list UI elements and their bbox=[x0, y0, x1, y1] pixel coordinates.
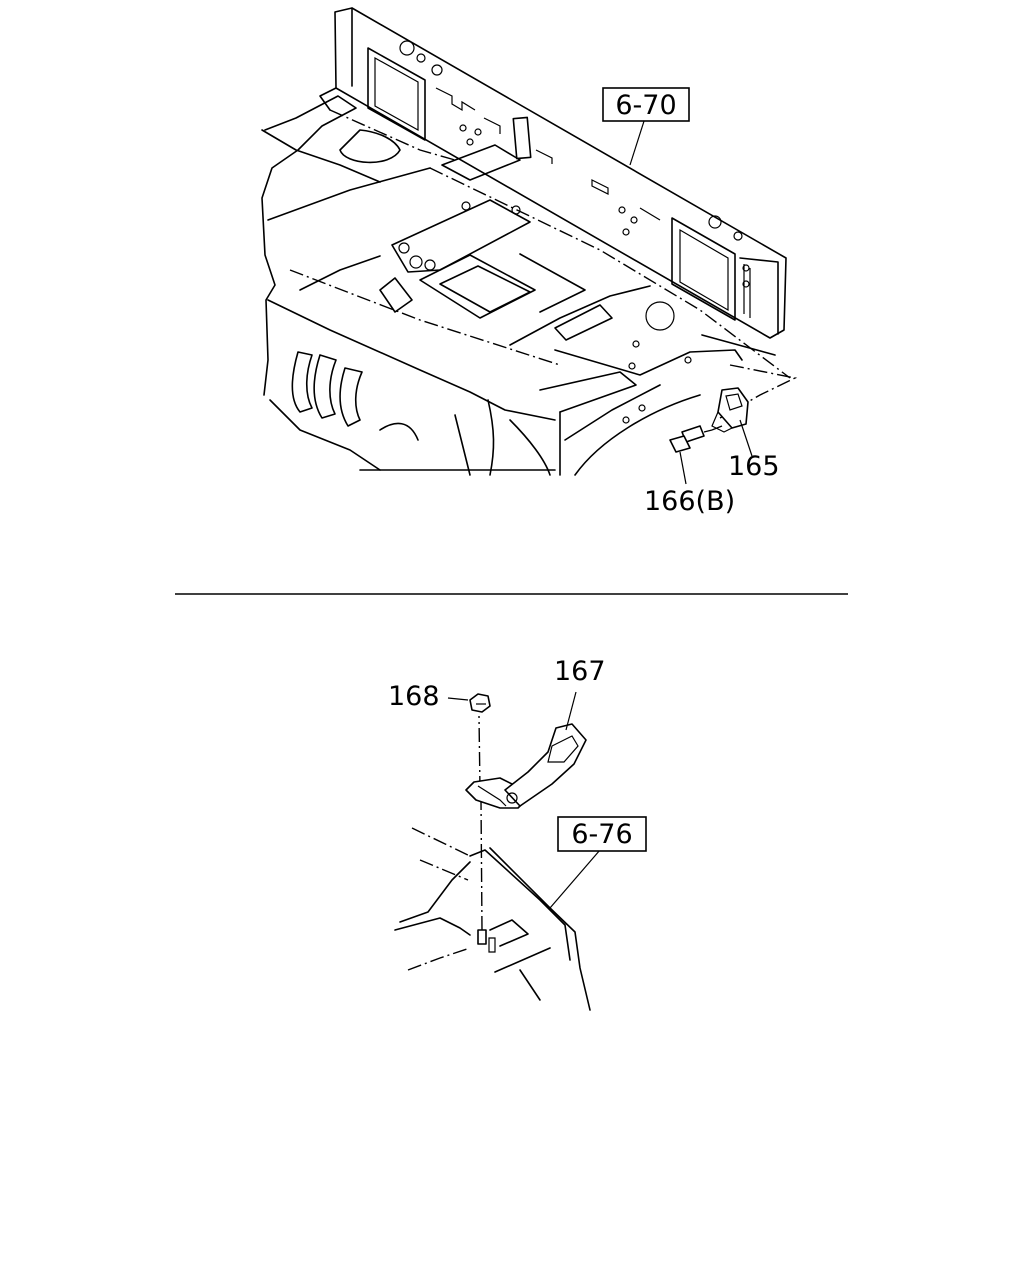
center-bracket bbox=[391, 199, 531, 273]
stud bbox=[477, 929, 487, 945]
bracket-167 bbox=[465, 723, 587, 809]
leader-6-70 bbox=[629, 117, 646, 166]
leader-165 bbox=[739, 419, 753, 457]
nut-168 bbox=[469, 693, 491, 713]
ref-6-70-label: 6-70 bbox=[615, 90, 676, 121]
ref-box-6-76[interactable]: 6-76 bbox=[557, 816, 647, 852]
ref-box-6-70[interactable]: 6-70 bbox=[602, 87, 690, 122]
leader-168 bbox=[447, 697, 469, 701]
bracket-165 bbox=[717, 387, 749, 429]
lower-bracket-assembly bbox=[394, 691, 601, 1011]
cutout-right bbox=[671, 217, 736, 321]
leader-6-76 bbox=[549, 849, 601, 909]
callout-167: 167 bbox=[554, 656, 606, 687]
bolt-166 bbox=[669, 425, 723, 453]
callout-168: 168 bbox=[388, 681, 440, 712]
upper-floor-assembly bbox=[261, 7, 798, 485]
rear-floor-pan bbox=[261, 95, 357, 396]
leader-167 bbox=[565, 691, 577, 731]
leader-166 bbox=[679, 451, 687, 485]
cutout-left bbox=[367, 47, 426, 141]
floor-section bbox=[489, 847, 591, 1011]
callout-166b: 166(B) bbox=[644, 486, 735, 517]
callout-165: 165 bbox=[728, 451, 780, 482]
ref-6-76-label: 6-76 bbox=[571, 819, 632, 850]
